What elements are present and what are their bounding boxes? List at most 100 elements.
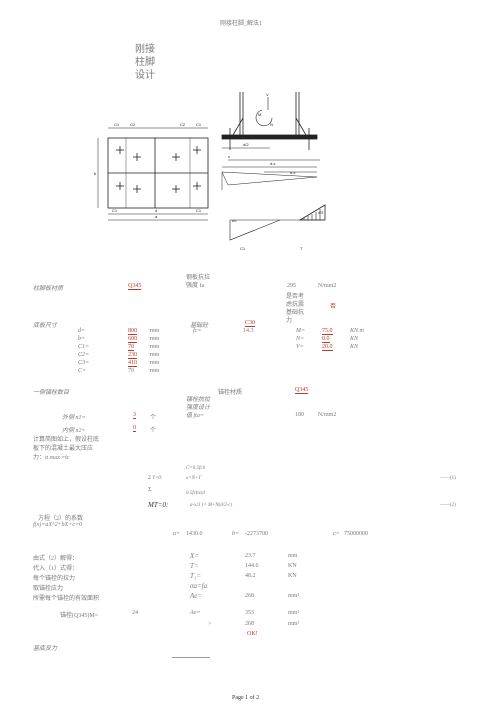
seismic-label: 是否考 虑抗震 (286, 294, 305, 308)
page-title: 刚接 柱脚 设计 (135, 43, 155, 82)
document-title: 刚接柱脚_解法1 (220, 21, 263, 27)
outer-bolts-unit: 个 (150, 415, 157, 421)
bolt-check-sym: Ae= (190, 610, 201, 616)
result-value: 23.7 (245, 553, 256, 559)
base-reaction-label: 基底反力 (33, 646, 58, 652)
inner-bolts-value[interactable]: 0 (133, 425, 136, 432)
dim-value[interactable]: 800 (128, 328, 137, 335)
assumption-text: 计算简图如上，假设柱底 板下的混凝土最大压应 力：σ max =fc (33, 437, 100, 461)
dim-label: C2= (78, 352, 90, 358)
plate-label-c3: C1 (112, 208, 118, 213)
result-unit: mm² (288, 593, 300, 599)
load-unit: KN (350, 336, 359, 342)
seismic-value[interactable]: 否 (330, 304, 337, 310)
load-label: N= (296, 336, 305, 342)
coef-formula: f(x)=aX^2+bX+c=0 (33, 522, 83, 528)
dim-label: C= (78, 368, 87, 374)
dim-unit: mm (150, 368, 160, 374)
plate-label-d: d (155, 208, 157, 213)
inner-bolts-unit: 个 (150, 428, 157, 434)
dim-unit: mm (150, 360, 160, 366)
plate-label-c1-right: C1 (196, 122, 202, 127)
bolt-check-unit: mm² (288, 610, 300, 616)
bolt-material-value[interactable]: Q345 (295, 387, 309, 394)
bolt-symbol (116, 146, 201, 193)
outer-bolts-value[interactable]: 3 (133, 412, 136, 419)
result-symbol: Ae= (190, 592, 203, 600)
dim-label: d= (78, 328, 86, 334)
dim-label-d2: d/2 (243, 142, 249, 147)
plate-strength-value: 295 (287, 283, 296, 289)
eq-top: C=0.5fcb (186, 466, 206, 471)
eq1-left: Σ Y=0: (148, 476, 163, 481)
concrete-grade-label: 基础砼 (190, 323, 209, 329)
dim-unit: mm (150, 344, 160, 350)
outer-bolts-label: 外侧 n1= (62, 415, 86, 421)
plate-strength-unit: N/mm2 (318, 283, 337, 289)
bolt-check-value: 353 (245, 610, 254, 616)
result-label: 所需每个锚栓的有效面积 (33, 596, 100, 602)
result-unit: KN (288, 563, 297, 569)
bolt-strength-value: 180 (295, 412, 304, 418)
eq-sigma: Σ (148, 487, 152, 493)
plate-strength-label: 钢板抗拉 强度 fa (186, 275, 211, 289)
plate-label-c3-right: C1 (196, 208, 202, 213)
coef-a-label: a= (173, 531, 181, 537)
dim-value[interactable]: 70 (128, 344, 134, 351)
bottom-label-t: T (300, 246, 303, 251)
dim-label: C1= (78, 344, 90, 350)
dim-label-d-minus-x-2: d-x (290, 170, 296, 175)
bolt-check-gt: > (208, 621, 212, 627)
concrete-grade-value[interactable]: C30 (245, 320, 256, 327)
dims-header: 底板尺寸 (33, 323, 58, 329)
load-value[interactable]: 0.0 (322, 336, 330, 343)
dim-label: C3= (78, 360, 90, 366)
result-symbol: σa=fa (190, 582, 208, 590)
load-label-v: V (266, 92, 269, 97)
concrete-strength-label: 基础抗 力 (286, 310, 305, 324)
page-number: Page 1 of 2 (232, 695, 260, 701)
result-symbol: X= (190, 552, 199, 560)
load-value[interactable]: 75.0 (322, 328, 333, 335)
coef-a-value: 1430.0 (186, 531, 203, 537)
dim-label-d-minus-x: d-x (270, 161, 276, 166)
result-symbol: T= (190, 562, 199, 570)
dim-value[interactable]: 230 (128, 352, 137, 359)
result-unit: mm (288, 553, 298, 559)
eq1-right: x=N+T (186, 476, 202, 481)
load-unit: KN (350, 344, 359, 350)
plate-label-c1: C1 (114, 122, 120, 127)
bolt-check-label: 锚栓(Q345)M= (60, 613, 99, 619)
title-line-3: 设计 (135, 70, 155, 81)
result-unit: KN (288, 573, 297, 579)
dim-unit: mm (150, 336, 160, 342)
load-label: V= (296, 344, 304, 350)
bolt-strength-unit: N/mm2 (318, 412, 337, 418)
dim-label-x: x (228, 154, 230, 159)
material-value[interactable]: Q345 (128, 283, 142, 290)
bolt-material-label: 锚栓材质 (218, 390, 243, 396)
eq2-a: 0.5fcbx(d (186, 491, 205, 496)
dim-value[interactable]: 410 (128, 360, 137, 367)
dim-value[interactable]: 70 (128, 368, 134, 374)
result-label: 由式（2）解得： (33, 556, 79, 562)
result-value: 144.6 (245, 563, 259, 569)
coef-c-value: 75000000 (344, 531, 368, 537)
dim-value[interactable]: 600 (128, 336, 137, 343)
bolt-strength-label: 锚栓抗拉 强度设计 值 fta= (186, 397, 211, 419)
inner-bolts-label: 内侧 n2= (62, 428, 86, 434)
side-label-x3: x/3 (318, 210, 324, 215)
bolt-check-req: 268 (245, 621, 254, 627)
result-label: 每个锚栓的拉力 (33, 576, 76, 582)
bolt-count-header: 一侧锚栓数目 (33, 390, 70, 396)
fc-label: fc= (193, 328, 202, 334)
result-label: 代入（1）式得： (33, 566, 79, 572)
load-value[interactable]: 20.0 (322, 344, 333, 351)
eq2-left: MT=0: (148, 501, 169, 509)
coef-label: 方程（2）的系数 (38, 516, 84, 522)
stress-label: σc (232, 218, 236, 223)
material-label: 柱脚板材质 (33, 286, 64, 292)
dim-unit: mm (150, 328, 160, 334)
